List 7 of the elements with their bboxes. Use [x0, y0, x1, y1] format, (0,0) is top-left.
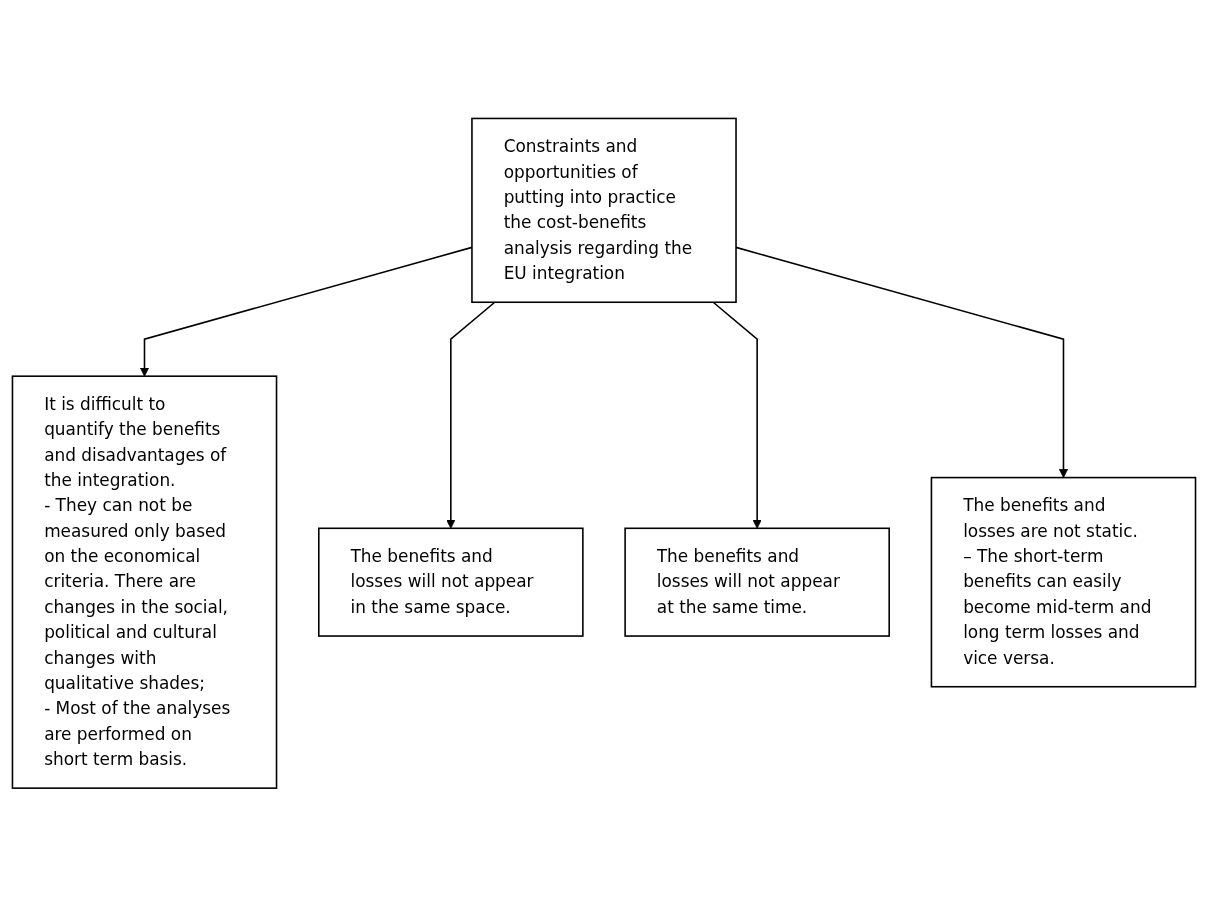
- node-box: It is difficult to quantify the benefits and disadvantages of the integration. - They can not be measured only based on the economical criteria. There are changes in the social, political and cultural changes with qualitative shades; - Most of the analyses are performed on short term basis.: [11, 375, 278, 789]
- arrow: [446, 301, 496, 529]
- node-box: The benefits and losses will not appear in the same space.: [318, 527, 584, 637]
- arrow: [712, 301, 762, 529]
- node-box: Constraints and opportunities of putting into practice the cost-benefits analysis regarding the EU integration: [471, 117, 737, 303]
- node-box: The benefits and losses are not static. – The short-term benefits can easily become mid-term and long term losses and vice versa.: [930, 476, 1197, 688]
- node-box: The benefits and losses will not appear at the same time.: [624, 527, 890, 637]
